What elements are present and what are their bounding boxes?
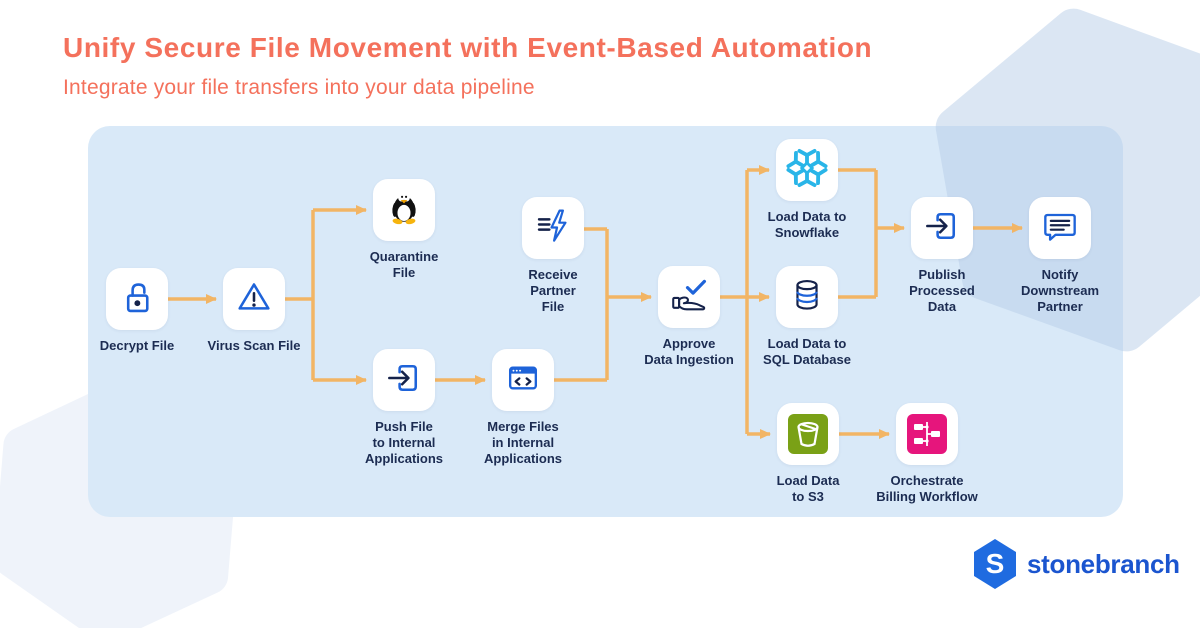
page-subtitle: Integrate your file transfers into your … — [63, 76, 535, 99]
node-label: Publish Processed Data — [909, 267, 975, 314]
node-notify-downstream-partner: Notify Downstream Partner — [1021, 197, 1099, 314]
node-push-file-internal: Push File to Internal Applications — [365, 349, 443, 466]
node-label: Merge Files in Internal Applications — [483, 419, 562, 466]
node-label: Load Data to S3 — [776, 473, 840, 504]
node-label: Approve Data Ingestion — [644, 336, 734, 367]
s3-bucket-icon — [788, 414, 828, 454]
import-box-arrow-icon — [382, 356, 426, 405]
database-icon — [785, 273, 829, 322]
node-label: Decrypt File — [99, 338, 175, 353]
node-label: Virus Scan File — [207, 338, 301, 353]
node-publish-processed-data: Publish Processed Data — [909, 197, 975, 314]
node-approve-data-ingestion: Approve Data Ingestion — [644, 266, 734, 367]
export-box-arrow-icon — [920, 204, 964, 253]
snowflake-icon — [784, 145, 830, 196]
stonebranch-logo-mark: S — [974, 539, 1016, 589]
node-receive-partner-file: Receive Partner File — [522, 197, 584, 314]
linux-tux-icon — [381, 185, 427, 236]
node-decrypt-file: Decrypt File — [100, 268, 174, 353]
node-load-data-s3: Load Data to S3 — [777, 403, 839, 504]
node-label: Orchestrate Billing Workflow — [876, 473, 978, 504]
node-label: Quarantine File — [369, 249, 439, 280]
node-load-data-snowflake: Load Data to Snowflake — [768, 139, 846, 240]
node-virus-scan-file: Virus Scan File — [208, 268, 300, 353]
node-load-data-sql: Load Data to SQL Database — [763, 266, 851, 367]
warning-triangle-icon — [232, 275, 276, 324]
node-label: Notify Downstream Partner — [1020, 267, 1100, 314]
hand-check-icon — [667, 273, 711, 322]
message-bubble-icon — [1038, 204, 1082, 253]
page-title: Unify Secure File Movement with Event-Ba… — [63, 32, 873, 63]
lock-open-icon — [115, 275, 159, 324]
node-merge-files-internal: Merge Files in Internal Applications — [484, 349, 562, 466]
node-quarantine-file: Quarantine File — [370, 179, 438, 280]
workflow-icon — [907, 414, 947, 454]
node-label: Load Data to Snowflake — [767, 209, 847, 240]
node-label: Load Data to SQL Database — [763, 336, 851, 367]
node-orchestrate-billing: Orchestrate Billing Workflow — [876, 403, 978, 504]
node-label: Receive Partner File — [528, 267, 578, 314]
stonebranch-logo-text: stonebranch — [1027, 548, 1180, 579]
node-label: Push File to Internal Applications — [364, 419, 443, 466]
stonebranch-logo: S stonebranch — [974, 539, 1180, 589]
lightning-transfer-icon — [531, 204, 575, 253]
code-window-icon — [501, 356, 545, 405]
flow-connectors — [168, 165, 1023, 439]
